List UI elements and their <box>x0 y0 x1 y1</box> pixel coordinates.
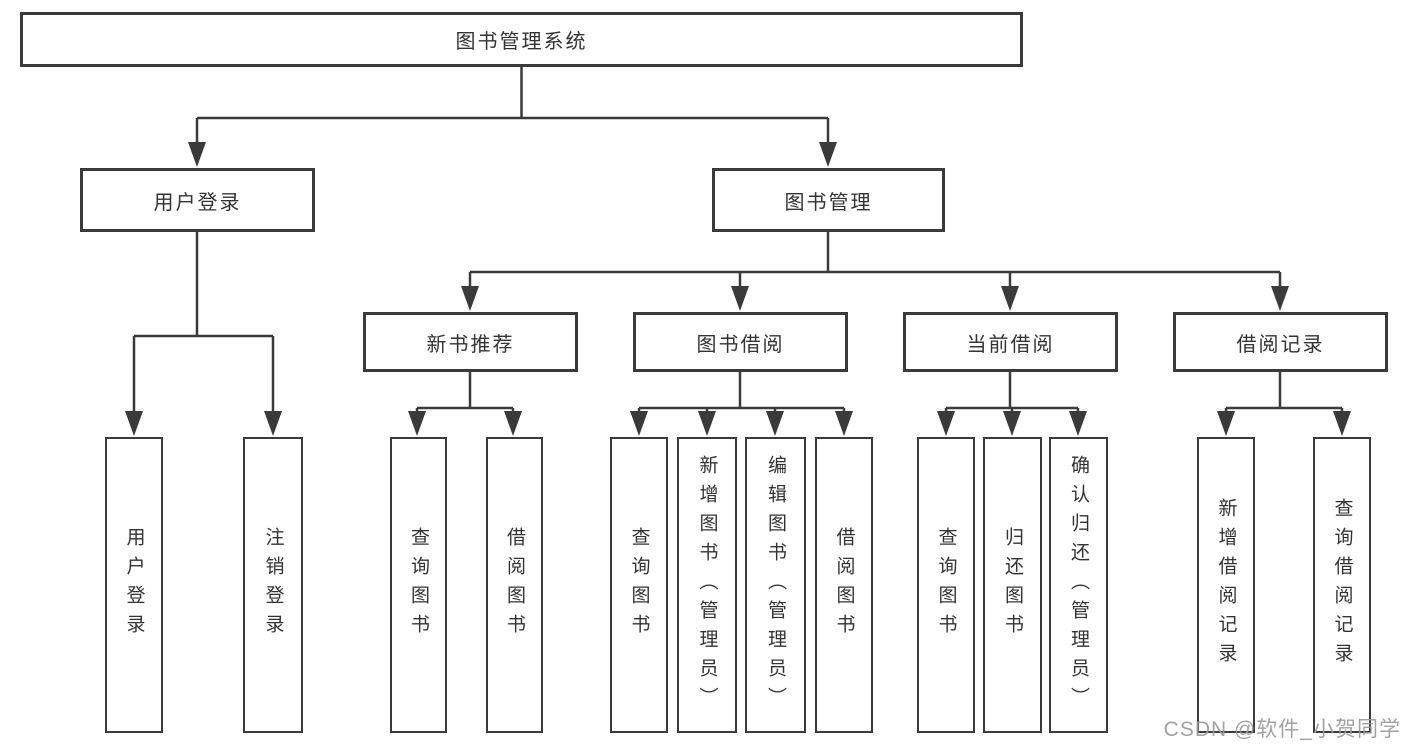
leaf-cb-query-books: 查询图书 <box>917 437 975 733</box>
node-book-management: 图书管理 <box>712 168 945 232</box>
leaf-br-add-record: 新增借阅记录 <box>1197 437 1255 733</box>
node-book-borrowing: 图书借阅 <box>633 312 848 372</box>
leaf-logout-login: 注销登录 <box>243 437 303 733</box>
node-new-book-recommend: 新书推荐 <box>363 312 578 372</box>
node-current-borrowing: 当前借阅 <box>903 312 1118 372</box>
leaf-bb-add-books-admin: 新增图书（管理员） <box>677 437 737 733</box>
leaf-cb-confirm-return-admin: 确认归还（管理员） <box>1049 437 1108 733</box>
leaf-cb-return-books: 归还图书 <box>983 437 1042 733</box>
leaf-bb-query-books: 查询图书 <box>610 437 668 733</box>
leaf-nbr-borrow-books: 借阅图书 <box>486 437 543 733</box>
leaf-user-login: 用户登录 <box>105 437 163 733</box>
csdn-watermark: CSDN @软件_小贺同学 <box>1163 718 1401 741</box>
leaf-bb-borrow-books: 借阅图书 <box>815 437 873 733</box>
node-user-login: 用户登录 <box>80 168 315 232</box>
arrowheads <box>125 142 1351 436</box>
leaf-bb-edit-books-admin: 编辑图书（管理员） <box>745 437 806 733</box>
node-borrow-records: 借阅记录 <box>1173 312 1388 372</box>
leaf-br-query-record: 查询借阅记录 <box>1313 437 1371 733</box>
node-root: 图书管理系统 <box>20 12 1023 67</box>
leaf-nbr-query-books: 查询图书 <box>390 437 447 733</box>
